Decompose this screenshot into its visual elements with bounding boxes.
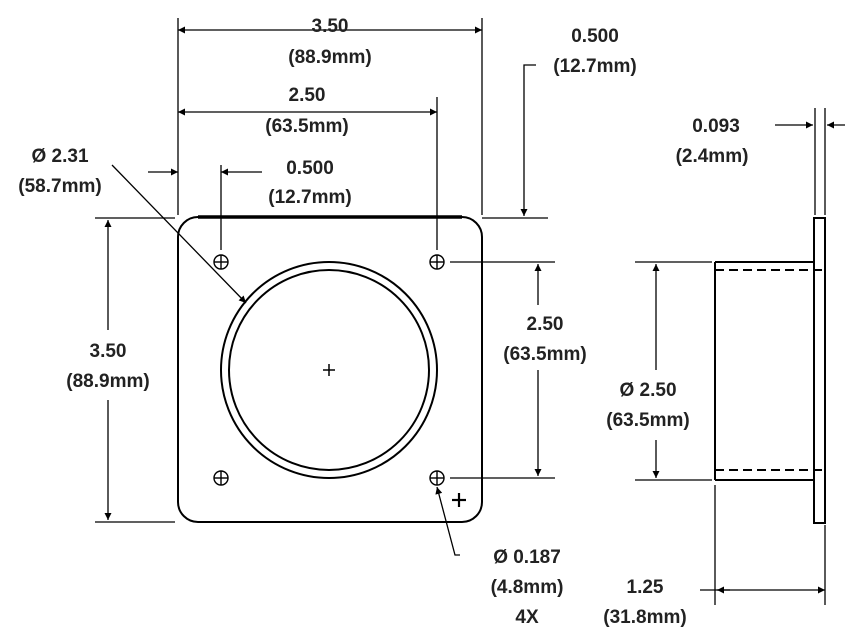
mounting-hole-top-left bbox=[213, 254, 229, 270]
collar-length-metric: (31.8mm) bbox=[603, 607, 686, 628]
overall-height-metric: (88.9mm) bbox=[66, 371, 149, 392]
bore-diameter-metric: (58.7mm) bbox=[18, 176, 101, 197]
collar-diameter-value: Ø 2.50 bbox=[619, 380, 676, 401]
side-flange bbox=[813, 217, 826, 524]
bore-inner-circle bbox=[228, 269, 430, 471]
overall-width-value: 3.50 bbox=[312, 16, 349, 37]
collar-length-value: 1.25 bbox=[627, 577, 664, 598]
extension-lines bbox=[95, 18, 826, 605]
bore-diameter-value: Ø 2.31 bbox=[31, 146, 88, 167]
hole-diameter-metric: (4.8mm) bbox=[491, 577, 564, 598]
collar-diameter-metric: (63.5mm) bbox=[606, 410, 689, 431]
mounting-hole-top-right bbox=[429, 254, 445, 270]
mounting-hole-bottom-left bbox=[213, 470, 229, 486]
hole-offset-left-metric: (12.7mm) bbox=[268, 187, 351, 208]
dimension-labels: 3.50 (88.9mm) 2.50 (63.5mm) 0.500 (12.7m… bbox=[18, 16, 748, 628]
dimension-lines bbox=[104, 26, 845, 594]
hole-spacing-right-value: 2.50 bbox=[527, 314, 564, 335]
hole-diameter-value: Ø 0.187 bbox=[493, 547, 561, 568]
dim-line-right-offset bbox=[520, 64, 536, 216]
hole-spacing-right-metric: (63.5mm) bbox=[503, 344, 586, 365]
hole-offset-right-metric: (12.7mm) bbox=[553, 56, 636, 77]
overall-height-value: 3.50 bbox=[90, 341, 127, 362]
hole-quantity: 4X bbox=[515, 607, 539, 628]
hole-offset-right-value: 0.500 bbox=[571, 26, 619, 47]
flange-thickness-metric: (2.4mm) bbox=[676, 146, 749, 167]
center-mark bbox=[323, 364, 335, 376]
front-view bbox=[177, 215, 483, 523]
overall-width-metric: (88.9mm) bbox=[288, 47, 371, 68]
flange-thickness-value: 0.093 bbox=[692, 116, 740, 137]
bore-outer-circle bbox=[220, 261, 438, 479]
leader-bore-diameter bbox=[111, 164, 247, 304]
hole-offset-left-value: 0.500 bbox=[286, 158, 334, 179]
hole-spacing-top-metric: (63.5mm) bbox=[265, 116, 348, 137]
mounting-hole-bottom-right bbox=[429, 470, 445, 486]
leader-hole-diameter bbox=[435, 486, 460, 556]
plus-mark bbox=[452, 493, 466, 507]
side-view bbox=[714, 217, 826, 524]
hole-spacing-top-value: 2.50 bbox=[289, 85, 326, 106]
